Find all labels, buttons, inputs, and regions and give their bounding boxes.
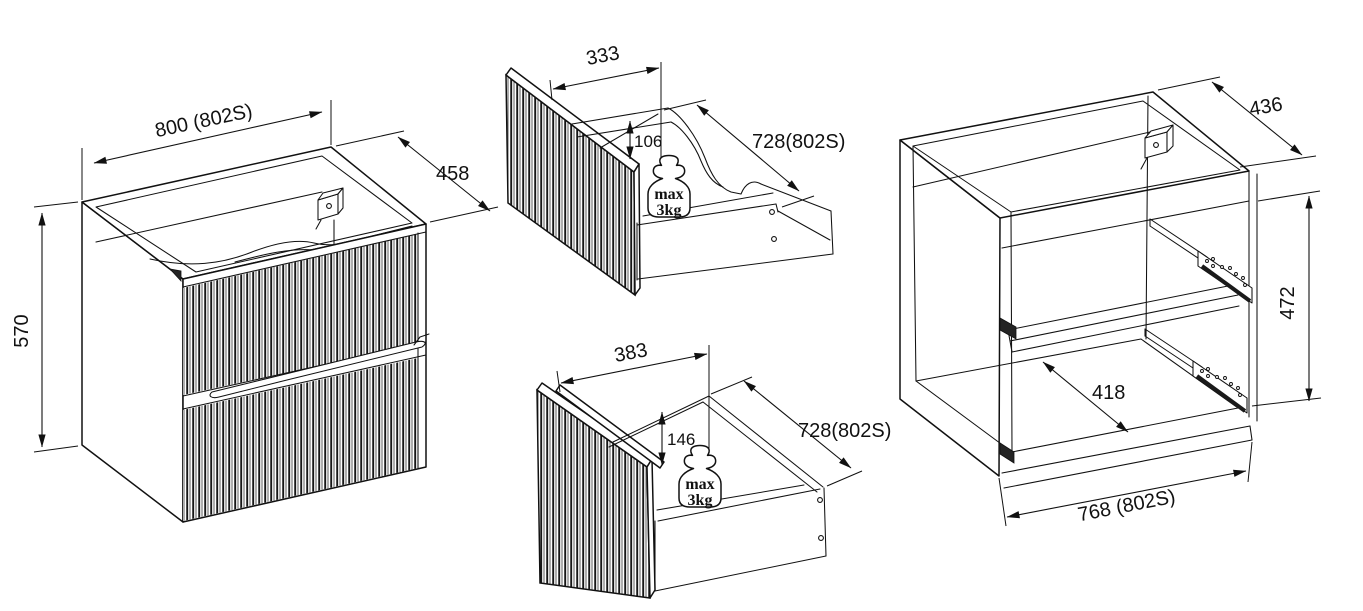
carcass-width-label: 768 (802S) bbox=[1076, 486, 1177, 526]
lower-offset-label: 383 bbox=[612, 339, 649, 367]
dim-lower-offset: 383 bbox=[556, 339, 708, 393]
carcass-height-label: 472 bbox=[1277, 286, 1299, 319]
dim-cabinet-depth: 458 bbox=[335, 130, 499, 223]
lower-drawer-view: max 3kg 383 146 728(802S) bbox=[536, 339, 891, 599]
mid-cross-rail bbox=[1007, 283, 1240, 353]
screw-hole bbox=[818, 535, 824, 541]
dim-upper-width: 728(802S) bbox=[663, 99, 845, 208]
wall-mount-bracket bbox=[1140, 124, 1174, 170]
max-load-text: max bbox=[654, 186, 683, 203]
max-load-value: 3kg bbox=[657, 202, 682, 219]
max-load-badge: max 3kg bbox=[678, 444, 722, 509]
wall-mount-bracket bbox=[315, 187, 344, 230]
dim-lower-width: 728(802S) bbox=[710, 376, 891, 487]
upper-drawer-view: max 3kg 333 106 728(802S) bbox=[505, 42, 845, 297]
left-slide-front-bracket bbox=[999, 442, 1015, 464]
dim-carcass-inner-depth: 418 bbox=[1042, 361, 1129, 433]
max-load-text: max bbox=[685, 476, 714, 493]
lower-front-label: 146 bbox=[667, 430, 695, 449]
screw-hole bbox=[817, 497, 823, 503]
upper-width-label: 728(802S) bbox=[752, 131, 845, 153]
carcass-inner-depth-label: 418 bbox=[1092, 382, 1125, 404]
left-slide-front-bracket bbox=[999, 317, 1017, 340]
cabinet-depth-label: 458 bbox=[436, 163, 469, 185]
cabinet-height-label: 570 bbox=[11, 314, 33, 347]
drawer-slide-upper bbox=[1148, 217, 1254, 305]
screw-hole bbox=[771, 236, 777, 242]
upper-drawer-front-fluted bbox=[505, 73, 636, 297]
carcass-depth-label: 436 bbox=[1248, 93, 1285, 120]
max-load-value: 3kg bbox=[688, 492, 713, 509]
recessed-handle bbox=[209, 340, 426, 399]
dim-cabinet-height: 570 bbox=[11, 201, 79, 453]
dim-upper-cutout: 106 bbox=[626, 120, 662, 160]
lower-width-label: 728(802S) bbox=[798, 420, 891, 442]
dim-carcass-depth: 436 bbox=[1157, 76, 1317, 168]
dim-lower-front: 146 bbox=[658, 411, 695, 466]
bottom-panel-edge bbox=[1001, 425, 1253, 489]
max-load-badge: max 3kg bbox=[647, 154, 691, 219]
cabinet-width-label: 800 (802S) bbox=[153, 100, 254, 142]
dim-carcass-height: 472 bbox=[1251, 190, 1322, 407]
dim-upper-offset: 333 bbox=[549, 42, 660, 101]
dim-carcass-width: 768 (802S) bbox=[998, 441, 1253, 526]
upper-offset-label: 333 bbox=[584, 42, 621, 70]
lower-front-fluting bbox=[183, 358, 418, 521]
upper-front-fluting bbox=[183, 234, 418, 395]
drawer-slide-lower bbox=[1143, 327, 1249, 415]
carcass-view: 436 472 418 768 (802S) bbox=[899, 76, 1322, 526]
upper-cutout-label: 106 bbox=[634, 132, 662, 151]
assembled-cabinet-view: 800 (802S) 458 570 bbox=[11, 100, 499, 523]
screw-hole bbox=[769, 209, 775, 215]
